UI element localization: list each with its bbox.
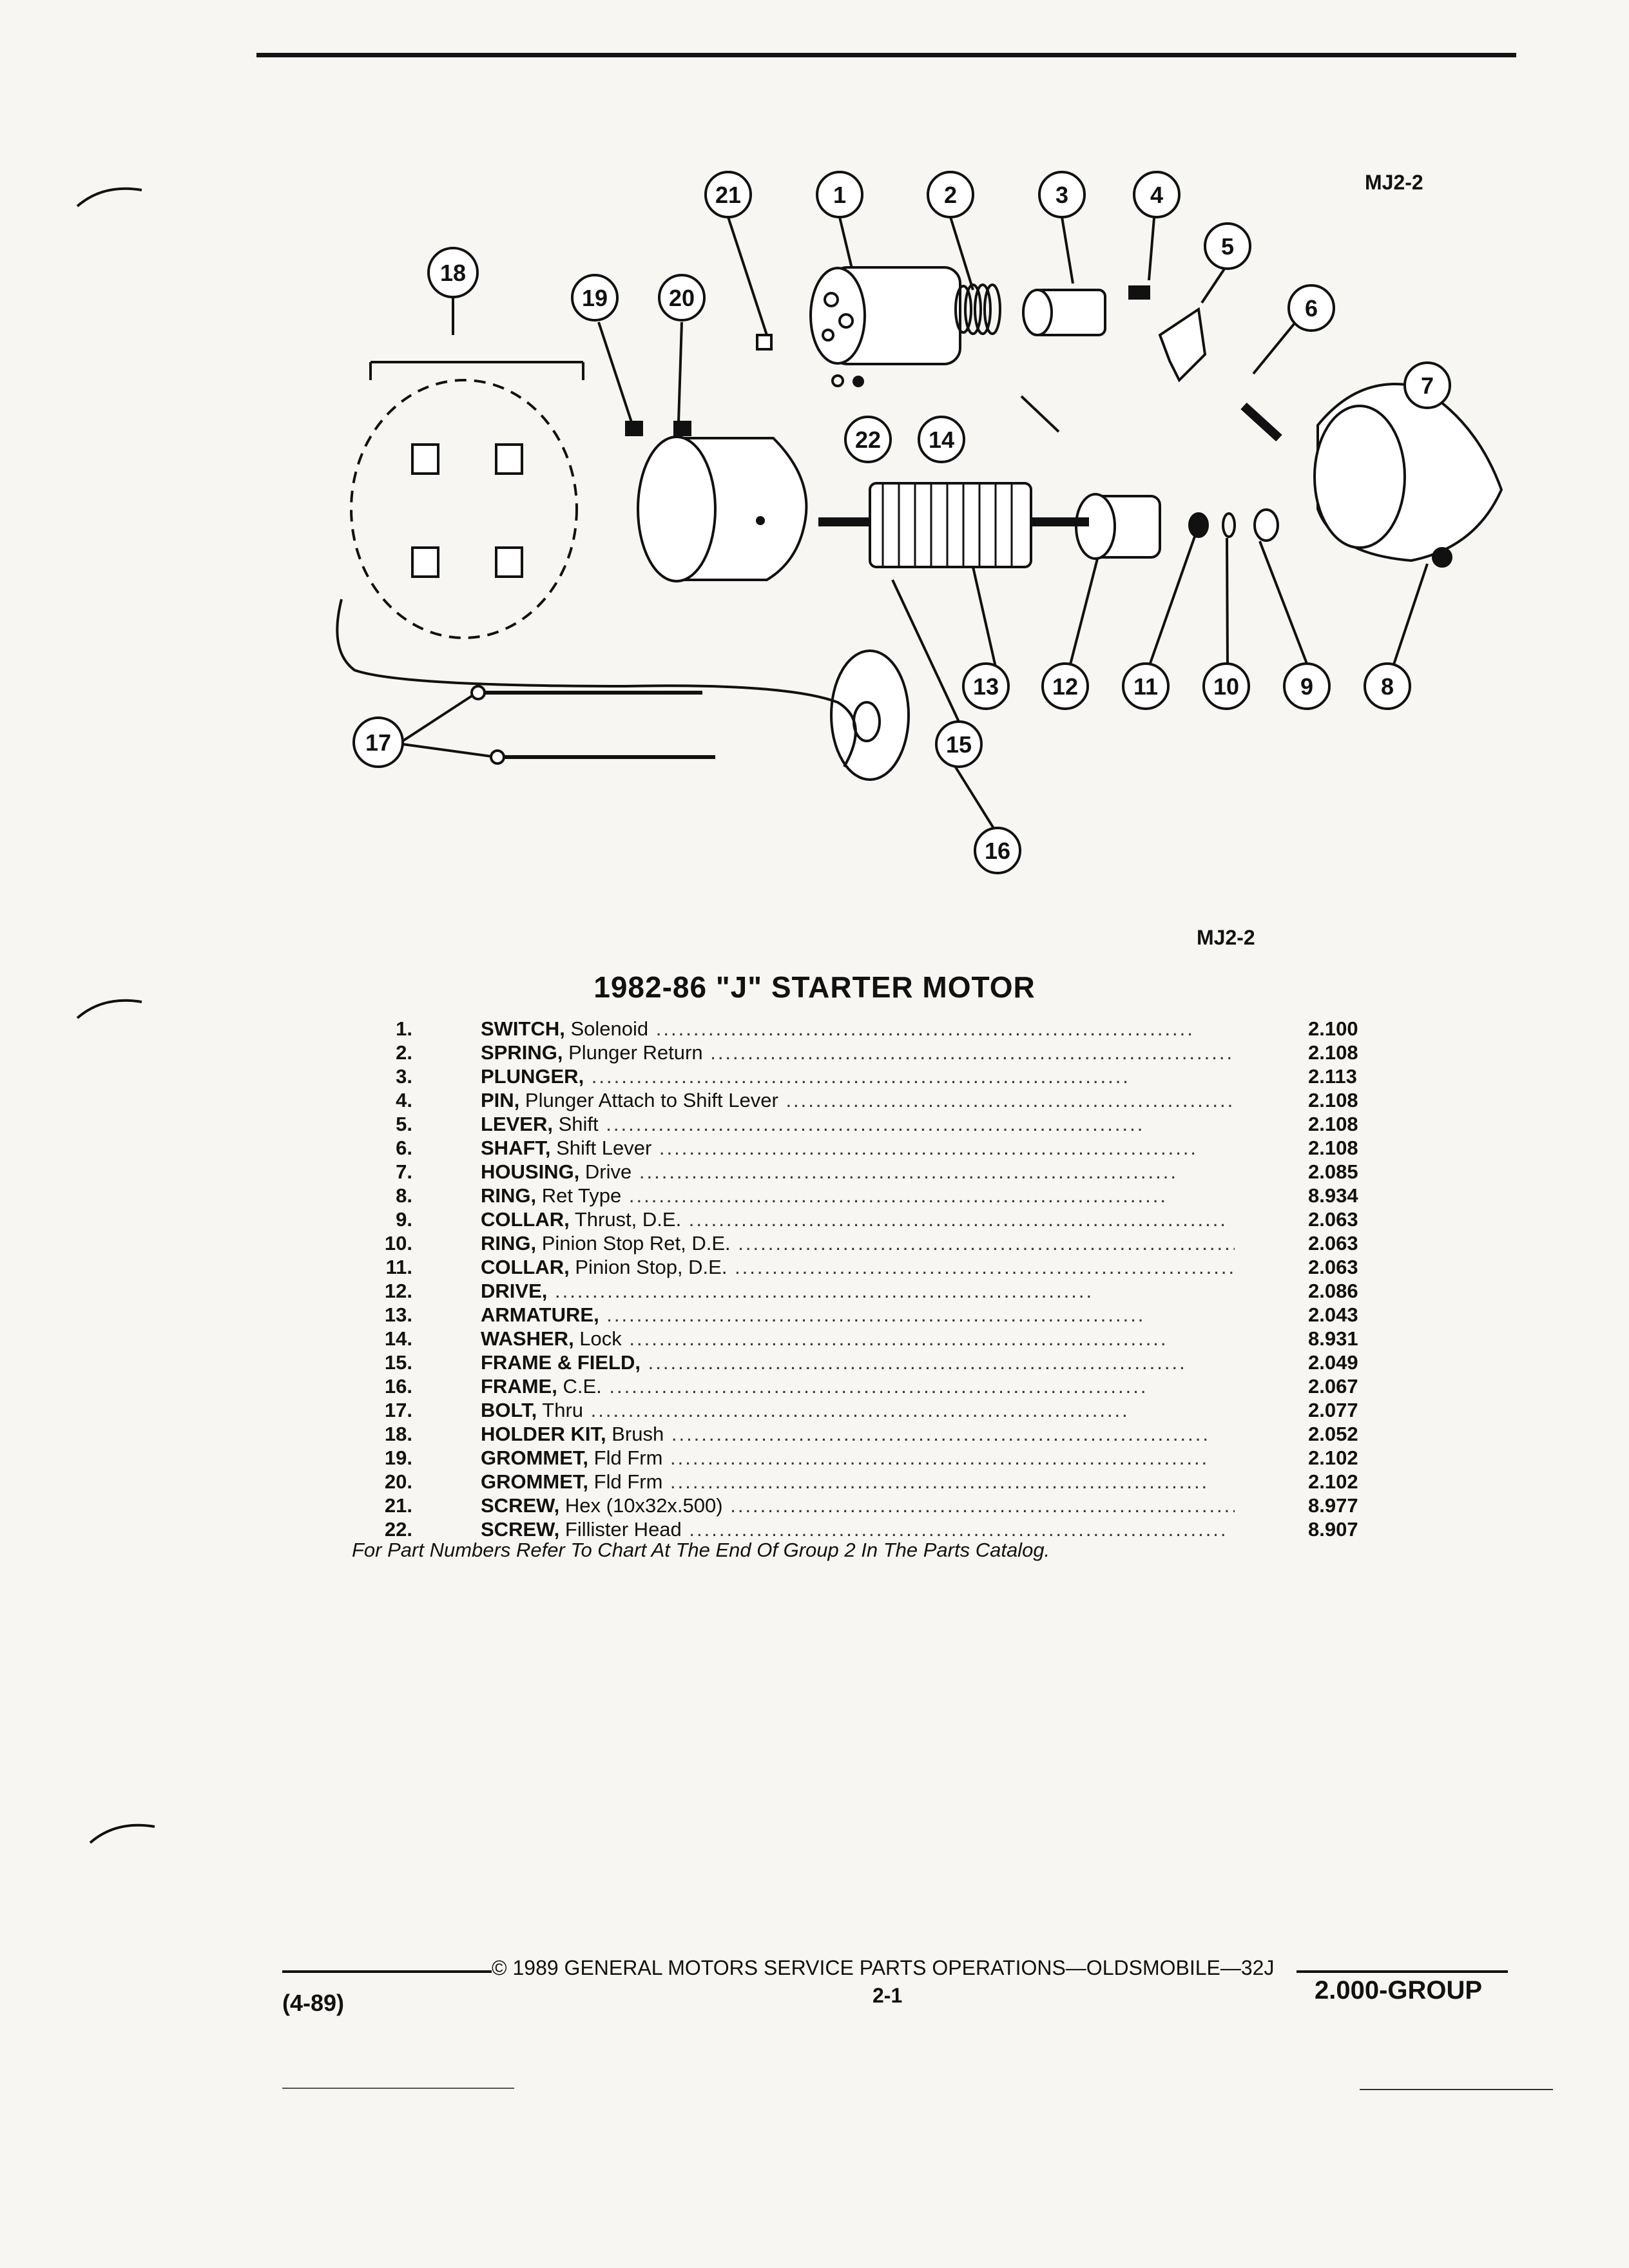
footnote: For Part Numbers Refer To Chart At The E…	[352, 1539, 1050, 1561]
part-row: 22.SCREW, Fillister Head ...............…	[384, 1518, 1358, 1541]
svg-text:17: 17	[365, 729, 391, 756]
binder-mark	[89, 1823, 155, 1844]
part-row: 16.FRAME, C.E. .........................…	[384, 1375, 1358, 1398]
callout-14: 14	[918, 416, 965, 463]
binder-mark	[76, 999, 142, 1019]
svg-text:13: 13	[973, 673, 999, 700]
callout-18: 18	[427, 247, 479, 298]
exploded-parts-diagram: 21 1 2 3 4 5 6 7 18 19 20 22 14 13 12 11…	[336, 171, 1503, 874]
svg-text:16: 16	[985, 838, 1010, 864]
part-row: 19.GROMMET, Fld Frm ....................…	[384, 1446, 1358, 1469]
callout-10: 10	[1202, 662, 1250, 710]
part-row: 6.SHAFT, Shift Lever ...................…	[396, 1137, 1358, 1159]
footer-rule-right	[1296, 1970, 1508, 1973]
svg-text:22: 22	[855, 427, 881, 453]
page-title: 1982-86 "J" STARTER MOTOR	[593, 970, 1036, 1004]
callout-11: 11	[1122, 662, 1170, 710]
callout-3: 3	[1038, 171, 1086, 218]
part-row: 12.DRIVE, ..............................…	[384, 1280, 1358, 1302]
callout-21: 21	[704, 171, 752, 218]
callout-16: 16	[974, 827, 1021, 874]
svg-text:21: 21	[715, 182, 741, 208]
callout-20: 20	[658, 274, 706, 322]
callout-4: 4	[1133, 171, 1181, 218]
svg-text:2: 2	[944, 182, 957, 208]
svg-text:4: 4	[1150, 182, 1163, 208]
callout-5: 5	[1204, 222, 1251, 270]
part-row: 20.GROMMET, Fld Frm ....................…	[384, 1470, 1358, 1493]
svg-text:18: 18	[440, 260, 466, 286]
part-row: 14.WASHER, Lock ........................…	[384, 1327, 1358, 1350]
svg-text:7: 7	[1421, 372, 1434, 399]
part-row: 9.COLLAR, Thrust, D.E. .................…	[396, 1208, 1358, 1231]
callout-17: 17	[352, 716, 404, 768]
part-row: 8.RING, Ret Type .......................…	[396, 1184, 1358, 1207]
part-row: 5.LEVER, Shift .........................…	[396, 1113, 1358, 1135]
part-row: 4.PIN, Plunger Attach to Shift Lever ...…	[396, 1089, 1358, 1111]
callout-7: 7	[1403, 361, 1451, 409]
svg-text:9: 9	[1300, 673, 1313, 700]
callout-6: 6	[1287, 284, 1335, 332]
part-row: 21.SCREW, Hex (10x32x.500) .............…	[384, 1494, 1358, 1517]
svg-text:3: 3	[1055, 182, 1068, 208]
svg-text:11: 11	[1133, 673, 1158, 700]
part-row: 13.ARMATURE, ...........................…	[384, 1303, 1358, 1326]
callout-2: 2	[927, 171, 974, 218]
part-row: 15.FRAME & FIELD, ......................…	[384, 1351, 1358, 1374]
group-code: 2.000-GROUP	[1315, 1976, 1483, 2004]
copyright-line: © 1989 GENERAL MOTORS SERVICE PARTS OPER…	[492, 1956, 1275, 1979]
callout-9: 9	[1283, 662, 1331, 710]
callout-22: 22	[844, 416, 892, 463]
page-number: 2-1	[872, 1984, 903, 2007]
part-row: 11.COLLAR, Pinion Stop, D.E. ...........…	[385, 1256, 1358, 1278]
svg-text:1: 1	[833, 182, 846, 208]
svg-text:6: 6	[1305, 295, 1318, 322]
callout-15: 15	[935, 720, 983, 768]
svg-text:10: 10	[1213, 673, 1239, 700]
part-row: 10.RING, Pinion Stop Ret, D.E. .........…	[384, 1232, 1358, 1254]
footer-rule-left	[282, 1970, 492, 1973]
figure-code-caption: MJ2-2	[1197, 926, 1255, 949]
binder-mark	[76, 187, 142, 207]
callout-19: 19	[571, 274, 619, 322]
bottom-rule-left	[282, 2088, 514, 2089]
part-row: 7.HOUSING, Drive .......................…	[396, 1160, 1358, 1183]
callout-8: 8	[1364, 662, 1411, 710]
callout-1: 1	[816, 171, 863, 218]
svg-text:5: 5	[1221, 233, 1234, 260]
svg-text:19: 19	[582, 285, 608, 311]
svg-text:12: 12	[1052, 673, 1078, 700]
svg-text:14: 14	[929, 427, 954, 453]
part-row: 18.HOLDER KIT, Brush ...................…	[384, 1423, 1358, 1445]
svg-text:15: 15	[946, 731, 972, 758]
part-row: 3.PLUNGER, .............................…	[396, 1065, 1357, 1088]
bottom-rule-right	[1360, 2089, 1553, 2090]
part-row: 1.SWITCH, Solenoid .....................…	[396, 1017, 1358, 1040]
date-code: (4-89)	[282, 1990, 345, 2016]
callout-12: 12	[1041, 662, 1089, 710]
part-row: 17.BOLT, Thru ..........................…	[384, 1399, 1358, 1421]
svg-text:20: 20	[669, 285, 695, 311]
figure-code-top: MJ2-2	[1365, 171, 1423, 194]
callout-13: 13	[962, 662, 1010, 710]
svg-text:8: 8	[1381, 673, 1394, 700]
header-rule	[256, 53, 1516, 57]
part-row: 2.SPRING, Plunger Return ...............…	[396, 1041, 1358, 1064]
